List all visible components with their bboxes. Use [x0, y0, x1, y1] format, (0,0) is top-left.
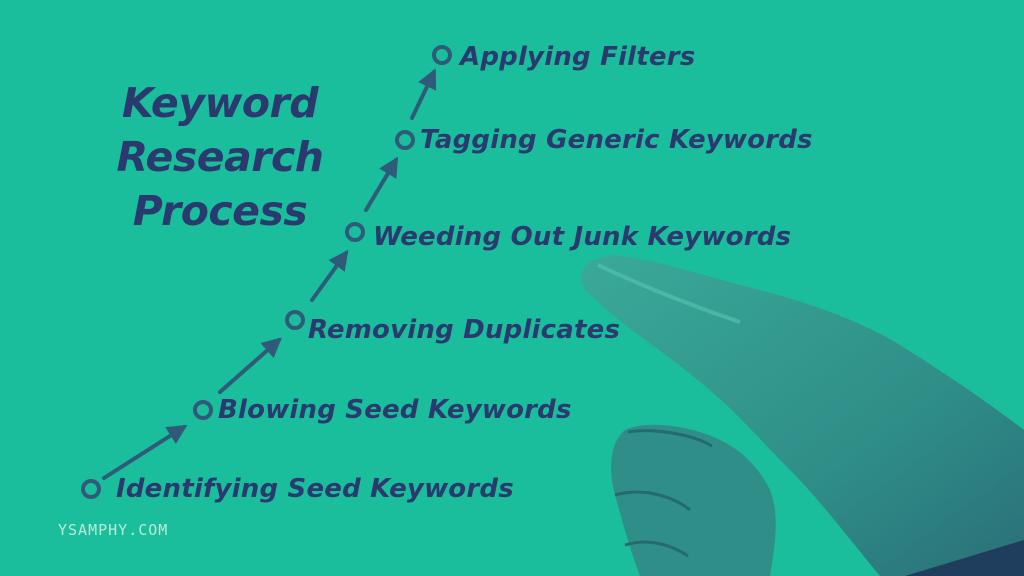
step-label-blowing-seed-keywords: Blowing Seed Keywords [218, 395, 572, 425]
connector-arrow-4 [364, 156, 399, 212]
step-node-1 [81, 479, 101, 499]
connector-arrow-3 [310, 249, 349, 302]
connector-arrow-2 [218, 337, 283, 394]
title-line-2: Research [116, 133, 324, 181]
step-node-5 [395, 130, 415, 150]
watermark-text: YSAMPHY.COM [58, 521, 169, 539]
title-line-3: Process [132, 187, 308, 235]
page-title: Keyword Research Process [105, 76, 335, 238]
step-node-4 [345, 222, 365, 242]
step-label-removing-duplicates: Removing Duplicates [308, 315, 621, 345]
step-node-6 [432, 45, 452, 65]
title-line-1: Keyword [121, 79, 319, 127]
connector-arrow-5 [410, 68, 437, 120]
step-node-2 [193, 400, 213, 420]
step-label-tagging-generic-keywords: Tagging Generic Keywords [420, 125, 813, 155]
step-label-identifying-seed-keywords: Identifying Seed Keywords [116, 474, 514, 504]
step-label-applying-filters: Applying Filters [460, 42, 696, 72]
step-node-3 [285, 310, 305, 330]
connector-arrow-1 [102, 424, 188, 480]
step-label-weeding-out-junk-keywords: Weeding Out Junk Keywords [373, 222, 792, 252]
